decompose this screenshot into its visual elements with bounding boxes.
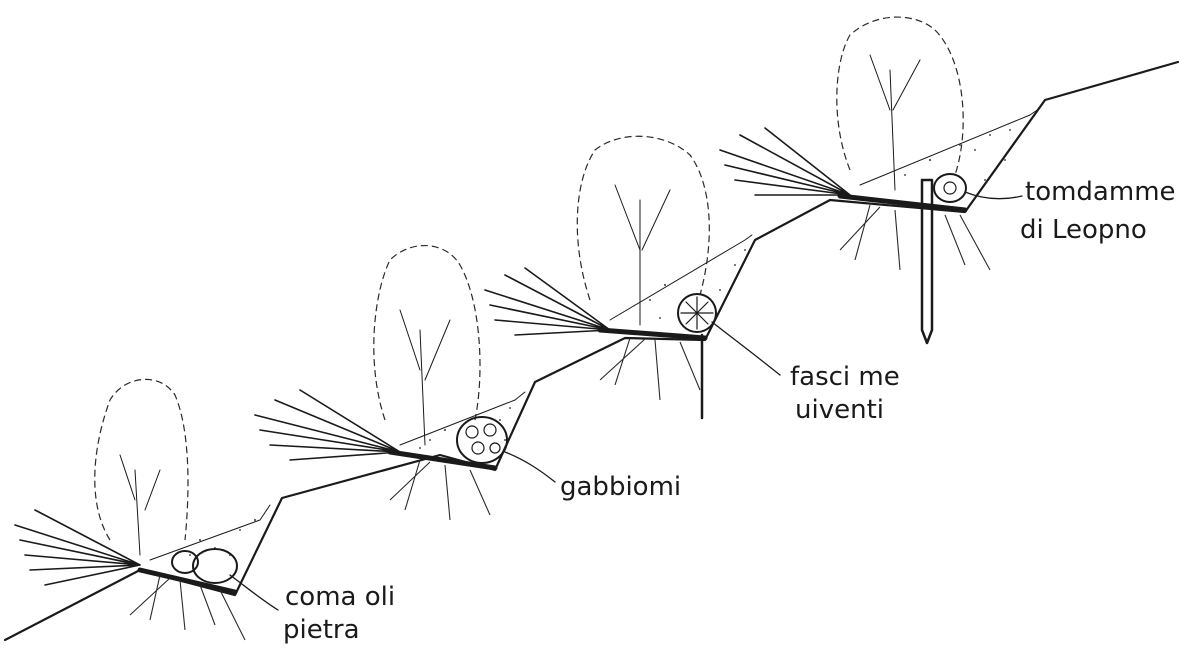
label-fascines-2: uiventi xyxy=(795,395,884,425)
leader-lines xyxy=(230,192,1022,610)
gabion-cage xyxy=(457,417,507,463)
tree-canopy-outline-icon xyxy=(577,136,709,300)
branch-cuttings-icon xyxy=(255,390,400,460)
label-log-2: di Leopno xyxy=(1020,215,1147,245)
fascine xyxy=(678,294,716,418)
log-roll-icon xyxy=(934,174,966,202)
terrace-benches xyxy=(140,196,965,592)
branch-cuttings-icon xyxy=(15,510,140,585)
gabion-cage-icon xyxy=(457,417,507,463)
tree-branches xyxy=(120,55,920,555)
label-fascines-1: fasci me xyxy=(790,362,900,392)
tree-canopies xyxy=(95,17,963,540)
log xyxy=(922,174,966,343)
label-log-1: tomdamme xyxy=(1025,177,1176,207)
tree-canopy-outline-icon xyxy=(374,246,480,420)
tree-canopy-outline-icon xyxy=(95,379,188,540)
slope-profile xyxy=(5,62,1178,640)
label-stone-crib: coma oli xyxy=(285,582,395,612)
branch-cuttings xyxy=(15,128,850,585)
label-stone-crib-2: pietra xyxy=(283,615,360,645)
branch-cuttings-icon xyxy=(720,128,850,195)
label-gabions: gabbiomi xyxy=(560,472,681,502)
branch-cuttings-icon xyxy=(485,268,610,335)
